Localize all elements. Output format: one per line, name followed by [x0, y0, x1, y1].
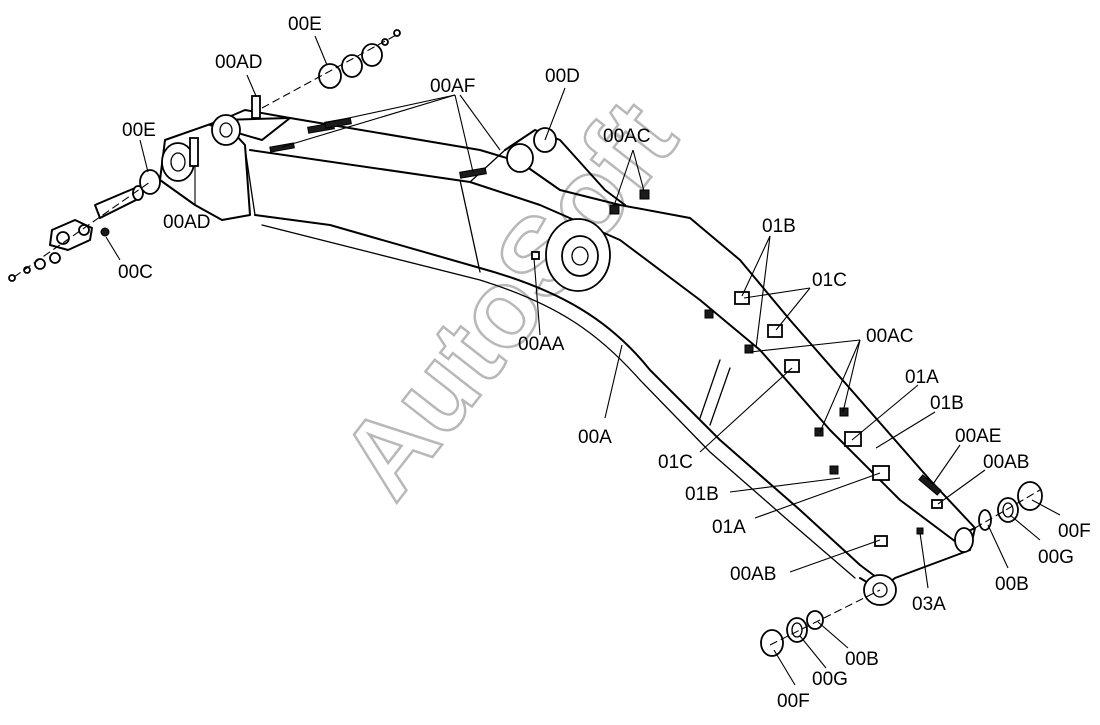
label-00b-low: 00B — [845, 649, 879, 670]
label-00ad-left: 00AD — [163, 212, 211, 233]
seal-00g-right — [997, 497, 1019, 523]
label-00g-low: 00G — [812, 669, 848, 690]
label-00ad-top: 00AD — [215, 52, 263, 73]
label-01b-low: 01B — [685, 484, 719, 505]
label-00g-right: 00G — [1038, 547, 1074, 568]
right-pin-assembly — [760, 481, 1043, 657]
pin-00ad-left — [189, 137, 199, 167]
axis-lines — [13, 32, 1041, 646]
label-00f-low: 00F — [777, 691, 810, 712]
label-00ab-low: 00AB — [730, 564, 776, 585]
label-00ac-mid: 00AC — [866, 326, 914, 347]
label-01c-left: 01C — [658, 452, 693, 473]
bracket-bore — [506, 143, 534, 173]
label-00ae: 00AE — [955, 426, 1001, 447]
bushing-00f-low — [760, 629, 784, 657]
pin-nut-00c — [100, 227, 110, 237]
label-00d: 00D — [545, 66, 580, 87]
center-boss-inner — [561, 235, 599, 277]
label-01a-right: 01A — [905, 367, 939, 388]
label-03a: 03A — [912, 594, 946, 615]
boom-left-lug — [209, 109, 291, 141]
pad-00aa — [531, 251, 540, 260]
boom-body — [159, 109, 976, 606]
label-00a: 00A — [578, 427, 612, 448]
label-00ac-top: 00AC — [603, 126, 651, 147]
cylinder-bracket — [504, 129, 626, 206]
label-00c: 00C — [118, 262, 153, 283]
left-pin-assembly — [8, 137, 199, 282]
label-00aa: 00AA — [518, 334, 565, 355]
boom-bottom-inner — [261, 224, 856, 579]
label-01b-right: 01B — [930, 393, 964, 414]
boom-left-bore-2 — [211, 114, 241, 146]
ring-00b-low — [806, 610, 824, 630]
seal-00g-low — [786, 617, 808, 643]
label-01a-low: 01A — [712, 517, 746, 538]
leader-lines — [105, 35, 1061, 686]
part-labels: 00E 00AD 00AF 00D 00AC 00E 00AD 00C 01B … — [118, 14, 1091, 712]
pin-plate — [49, 219, 93, 251]
pin-00ad-top — [251, 95, 261, 119]
label-01c-right: 01C — [812, 270, 847, 291]
label-01b-top: 01B — [762, 216, 796, 237]
bushing-00e-top — [318, 63, 342, 89]
boom-right-bore-2 — [954, 527, 974, 553]
top-pin-assembly — [251, 29, 401, 119]
boom-bottom-outline — [254, 214, 881, 581]
bushing-00e-left — [139, 169, 161, 195]
label-00ab-right: 00AB — [983, 452, 1029, 473]
boom-top-outline — [221, 117, 976, 529]
label-00e-top: 00E — [288, 14, 322, 35]
label-00e-left: 00E — [122, 120, 156, 141]
label-00af: 00AF — [430, 76, 475, 97]
label-00f-right: 00F — [1058, 521, 1091, 542]
label-00b-right: 00B — [995, 574, 1029, 595]
